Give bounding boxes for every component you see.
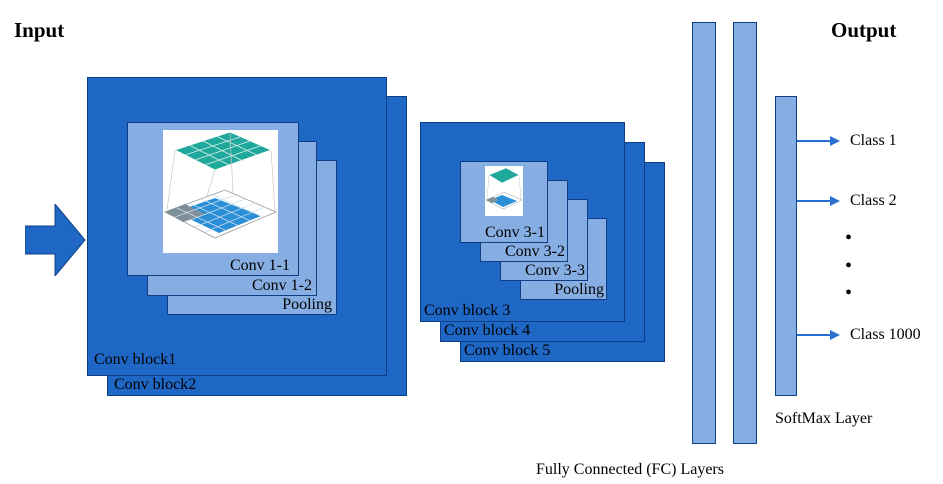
convolution-grid-icon <box>164 131 278 239</box>
input-header: Input <box>14 18 65 42</box>
convolution-grid-small-icon <box>485 167 523 210</box>
convolution-illustration-1 <box>163 130 278 253</box>
fc-label: Fully Connected (FC) Layers <box>536 461 724 478</box>
softmax-label: SoftMax Layer <box>775 410 873 427</box>
convolution-illustration-2 <box>485 166 523 216</box>
input-arrow-icon <box>25 204 86 276</box>
fc-layer-1 <box>692 22 716 444</box>
class-1000-label: Class 1000 <box>850 326 921 343</box>
conv-block-4-label: Conv block 4 <box>444 322 531 339</box>
conv-block-1-label: Conv block1 <box>94 351 177 368</box>
output-grid <box>173 131 273 171</box>
output-header: Output <box>831 18 897 42</box>
pooling-label-1: Pooling <box>282 296 332 313</box>
conv-1-2-label: Conv 1-2 <box>252 277 312 294</box>
conv-3-1-layer: Conv 3-1 <box>460 161 548 243</box>
conv-block-5-label: Conv block 5 <box>464 342 551 359</box>
pooling-label-2: Pooling <box>554 281 604 298</box>
ellipsis-dot-1: • <box>845 227 853 249</box>
class-2-label: Class 2 <box>850 192 897 209</box>
conv-1-1-label: Conv 1-1 <box>230 257 290 274</box>
class-1-label: Class 1 <box>850 132 897 149</box>
ellipsis-dot-2: • <box>845 255 853 277</box>
conv-3-1-label: Conv 3-1 <box>485 224 545 241</box>
class-arrows-icon <box>797 136 840 340</box>
conv-block-3-label: Conv block 3 <box>424 302 511 319</box>
conv-3-3-label: Conv 3-3 <box>525 262 585 279</box>
ellipsis-dot-3: • <box>845 282 853 304</box>
softmax-layer <box>775 96 797 396</box>
input-grid <box>164 189 278 239</box>
fc-layer-2 <box>733 22 757 444</box>
conv-1-1-layer: Conv 1-1 <box>127 122 299 276</box>
conv-block-2-label: Conv block2 <box>114 376 197 393</box>
conv-3-2-label: Conv 3-2 <box>505 243 565 260</box>
